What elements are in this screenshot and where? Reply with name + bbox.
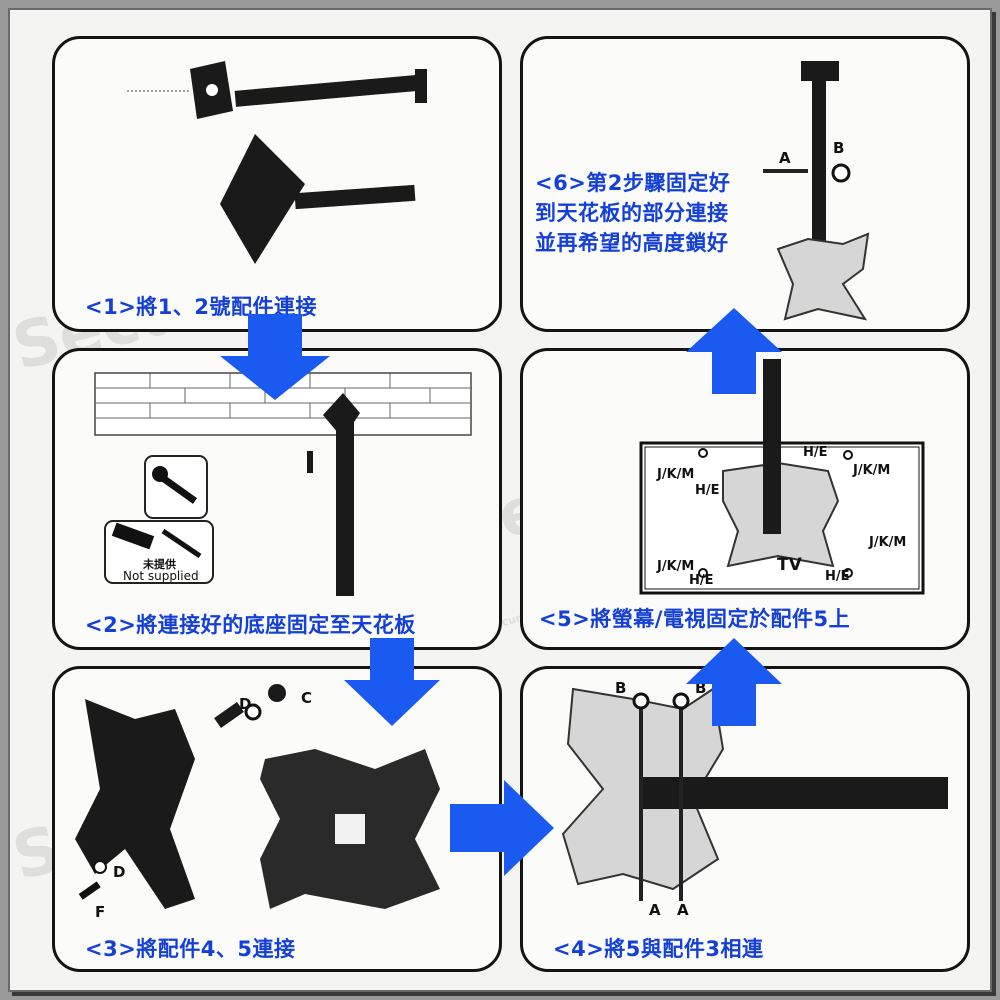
label-jkm-topleft: J/K/M <box>657 467 695 482</box>
label-c: C <box>301 689 313 707</box>
label-b: B <box>833 139 845 157</box>
arrow-down-icon <box>220 314 330 400</box>
label-jkm-topright: J/K/M <box>853 463 891 478</box>
label-he-bottomright: H/E <box>825 569 850 584</box>
step-6-caption-line1: <6>第2步驟固定好 <box>535 171 731 195</box>
step-6-panel: A B <6>第2步驟固定好 到天花板的部分連接 並再希望的高度鎖好 <box>520 36 970 332</box>
label-he-topleft: H/E <box>695 483 720 498</box>
tv-attach-illustration <box>639 359 925 595</box>
label-d-lower: D <box>113 863 126 881</box>
step-3-caption: <3>將配件4、5連接 <box>85 937 296 961</box>
part-5-part-3-illustration <box>561 687 948 901</box>
arrow-down-icon <box>344 638 440 726</box>
label-a: A <box>779 149 791 167</box>
step-2-caption: <2>將連接好的底座固定至天花板 <box>85 613 416 637</box>
label-tv: TV <box>777 555 802 575</box>
arrow-up-icon <box>686 638 782 726</box>
instruction-sheet: Security Eye Security Eye Security Eye S… <box>8 8 992 992</box>
step-6-caption-line2: 到天花板的部分連接 <box>535 201 729 225</box>
label-a-right: A <box>677 901 689 919</box>
height-adjust-illustration <box>763 61 870 321</box>
not-supplied-label-en: Not supplied <box>123 569 199 583</box>
label-he-bottomleft: H/E <box>689 573 714 588</box>
step-4-caption: <4>將5與配件3相連 <box>553 937 764 961</box>
label-jkm-bottomleft: J/K/M <box>657 559 695 574</box>
ceiling-mount-illustration <box>94 372 472 596</box>
step-1-panel: <1>將1、2號配件連接 <box>52 36 502 332</box>
arrow-right-icon <box>450 780 554 876</box>
label-b-left: B <box>615 679 627 697</box>
parts-4-5-illustration <box>75 684 440 909</box>
step-3-panel: C D D F <3>將配件4、5連接 <box>52 666 502 972</box>
label-f: F <box>95 903 106 921</box>
label-d: D <box>239 695 252 713</box>
arrow-up-icon <box>686 308 782 394</box>
step-6-caption-line3: 並再希望的高度鎖好 <box>535 231 729 255</box>
not-supplied-label-cn: 未提供 <box>143 558 176 571</box>
label-jkm-bottomright: J/K/M <box>869 535 907 550</box>
step-5-caption: <5>將螢幕/電視固定於配件5上 <box>539 607 851 631</box>
label-a-left: A <box>649 901 661 919</box>
parts-1-2-illustration <box>127 61 427 264</box>
label-b-right: B <box>695 679 707 697</box>
step-5-panel: J/K/M H/E H/E J/K/M J/K/M J/K/M H/E TV H… <box>520 348 970 650</box>
label-he-topright: H/E <box>803 445 828 460</box>
